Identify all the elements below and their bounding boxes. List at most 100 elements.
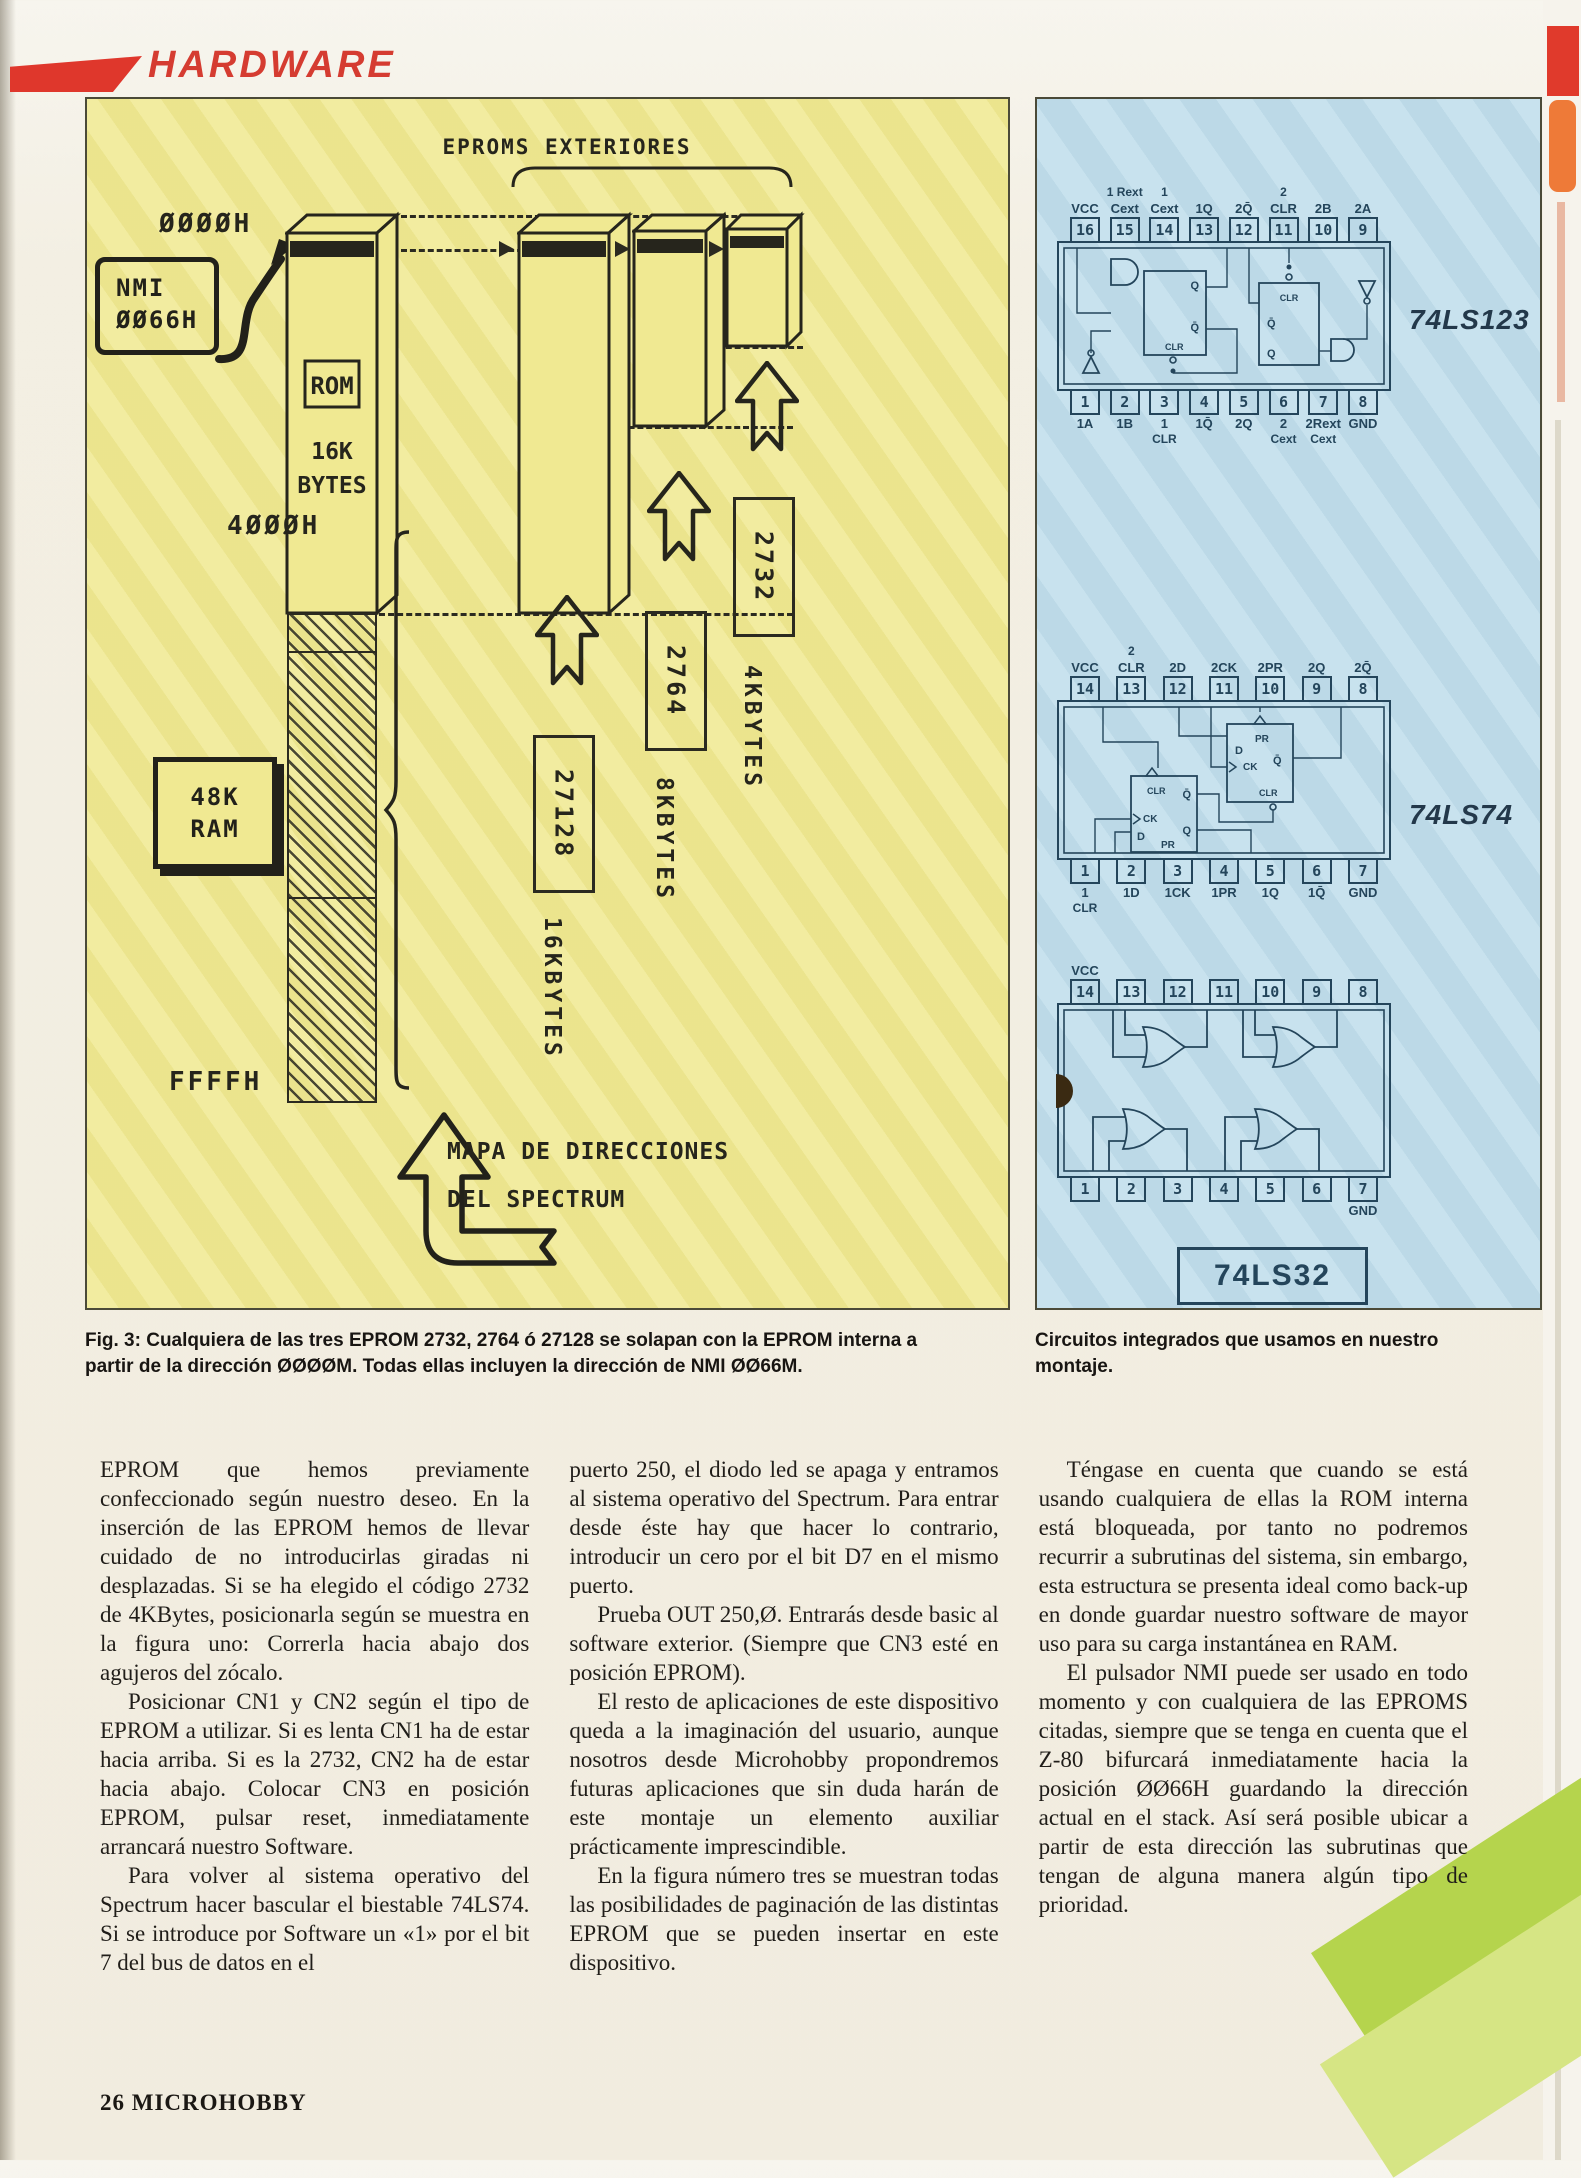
pin-super-label: CLR (1072, 901, 1098, 915)
pin-label: 2Rext (1305, 416, 1341, 431)
arrowhead-icon (499, 241, 514, 257)
arrowhead-icon (709, 241, 724, 257)
pin-number: 8 (1347, 676, 1378, 702)
article-column-3: Téngase en cuenta que cuando se está usa… (1039, 1455, 1468, 1977)
pin-label: VCC (1071, 963, 1099, 978)
horizontal-brace (511, 166, 793, 188)
svg-text:CLR: CLR (1165, 342, 1184, 352)
eprom-27128-label-box: 27128 (533, 735, 595, 893)
pin-number: 3 (1162, 1176, 1193, 1202)
pin-number: 14 (1070, 979, 1100, 1005)
pin-number: 13 (1189, 217, 1220, 243)
pin-number: 10 (1255, 676, 1286, 702)
pin-number: 5 (1255, 858, 1286, 884)
up-arrow-icon (735, 361, 799, 452)
pin-number: 15 (1109, 217, 1140, 243)
eprom-27128-size-label: 16KBYTES (539, 917, 565, 1060)
pin-super-label: Cext (1270, 432, 1297, 446)
map-caption-line2: DEL SPECTRUM (447, 1187, 626, 1213)
rom-size-bytes: BYTES (297, 473, 366, 499)
svg-text:Q̄: Q̄ (1273, 755, 1282, 767)
article-column-1: EPROM que hemos previamente confeccionad… (100, 1455, 529, 1977)
paragraph: Posicionar CN1 y CN2 según el tipo de EP… (100, 1689, 530, 1859)
figure-3-caption: Fig. 3: Cualquiera de las tres EPROM 273… (85, 1330, 918, 1377)
eprom-chip-27128 (517, 211, 633, 615)
pin-number: 4 (1189, 389, 1220, 415)
pin-number: 1 (1070, 858, 1100, 884)
pin-label: 2CK (1210, 660, 1237, 675)
pin-label: 1B (1116, 416, 1134, 431)
pin-number: 9 (1301, 676, 1332, 702)
pin-label: CLR (1270, 201, 1297, 216)
eprom-2732-label-box: 2732 (733, 497, 795, 637)
pin-number: 2 (1109, 389, 1140, 415)
nmi-address-label: ØØ66H (116, 306, 199, 334)
eprom-27128-number: 27128 (549, 768, 579, 860)
page-edge-accent (1557, 202, 1565, 402)
vertical-brace (383, 530, 410, 1090)
pin-cell-1: 1 (1067, 1176, 1103, 1234)
pin-number: 13 (1116, 676, 1147, 702)
svg-text:D: D (1137, 831, 1145, 843)
eprom-2732-number: 2732 (749, 530, 779, 604)
memory-map-figure: EPROMS EXTERIORES ØØØØH NMI ØØ66H ROM 16… (85, 97, 1010, 1310)
paragraph: El resto de aplicaciones de este disposi… (569, 1689, 999, 1859)
pin-super-label: 1 Rext (1106, 185, 1143, 199)
pin-label: 1 (1081, 885, 1089, 900)
pin-number: 1 (1070, 1176, 1100, 1202)
eprom-2764-number: 2764 (661, 644, 691, 718)
pin-super-label: 2 (1280, 185, 1287, 199)
pin-label: 2A (1354, 201, 1372, 216)
svg-text:CK: CK (1143, 814, 1158, 825)
pin-cell-5: 5 (1252, 1176, 1288, 1234)
ram-address-column (287, 613, 377, 1103)
pin-number: 13 (1116, 979, 1147, 1005)
pin-label: 1Q (1261, 885, 1279, 900)
pin-number: 9 (1301, 979, 1332, 1005)
arrowhead-icon (615, 241, 630, 257)
pin-number: 10 (1255, 979, 1286, 1005)
map-caption-line1: MAPA DE DIRECCIONES (447, 1139, 730, 1165)
pin-cell-2: 2 (1113, 1176, 1149, 1234)
ic-74ls32-name-box: 74LS32 (1177, 1247, 1368, 1305)
pin-label: 1A (1076, 416, 1094, 431)
pin-number: 10 (1308, 217, 1339, 243)
pin-number: 6 (1268, 389, 1299, 415)
pin-number: 11 (1208, 676, 1239, 702)
pin-number: 11 (1208, 979, 1239, 1005)
address-ffffh-label: FFFFH (169, 1067, 263, 1097)
pin-number: 14 (1070, 676, 1100, 702)
pin-number: 3 (1149, 389, 1180, 415)
nmi-label: NMI (116, 274, 166, 302)
magazine-name: MICROHOBBY (131, 2090, 307, 2115)
column-divider (287, 897, 377, 899)
pin-number: 4 (1208, 1176, 1239, 1202)
pin-label: 2PR (1257, 660, 1283, 675)
ls74-internal-schematic: D PR CK CLR Q̄ CLR Q̄ CK D PR Q (1063, 706, 1385, 854)
chip-notch-icon (1056, 1073, 1073, 1108)
pin-number: 12 (1228, 217, 1259, 243)
pin-label: 1Q (1195, 201, 1213, 216)
rom-size-16k: 16K (311, 439, 353, 465)
page-number: 26 (100, 2090, 125, 2115)
pin-label: 2Q̄ (1354, 660, 1372, 675)
pin-label: 1Q̄ (1195, 416, 1213, 431)
pin-label: 2D (1169, 660, 1186, 675)
column-divider (287, 651, 377, 653)
map-arrow-icon (397, 1112, 557, 1266)
ic-74ls123-body: Q Q̄ CLR CLR Q̄ Q (1057, 241, 1391, 391)
pin-cell-4: 4 (1206, 1176, 1242, 1234)
